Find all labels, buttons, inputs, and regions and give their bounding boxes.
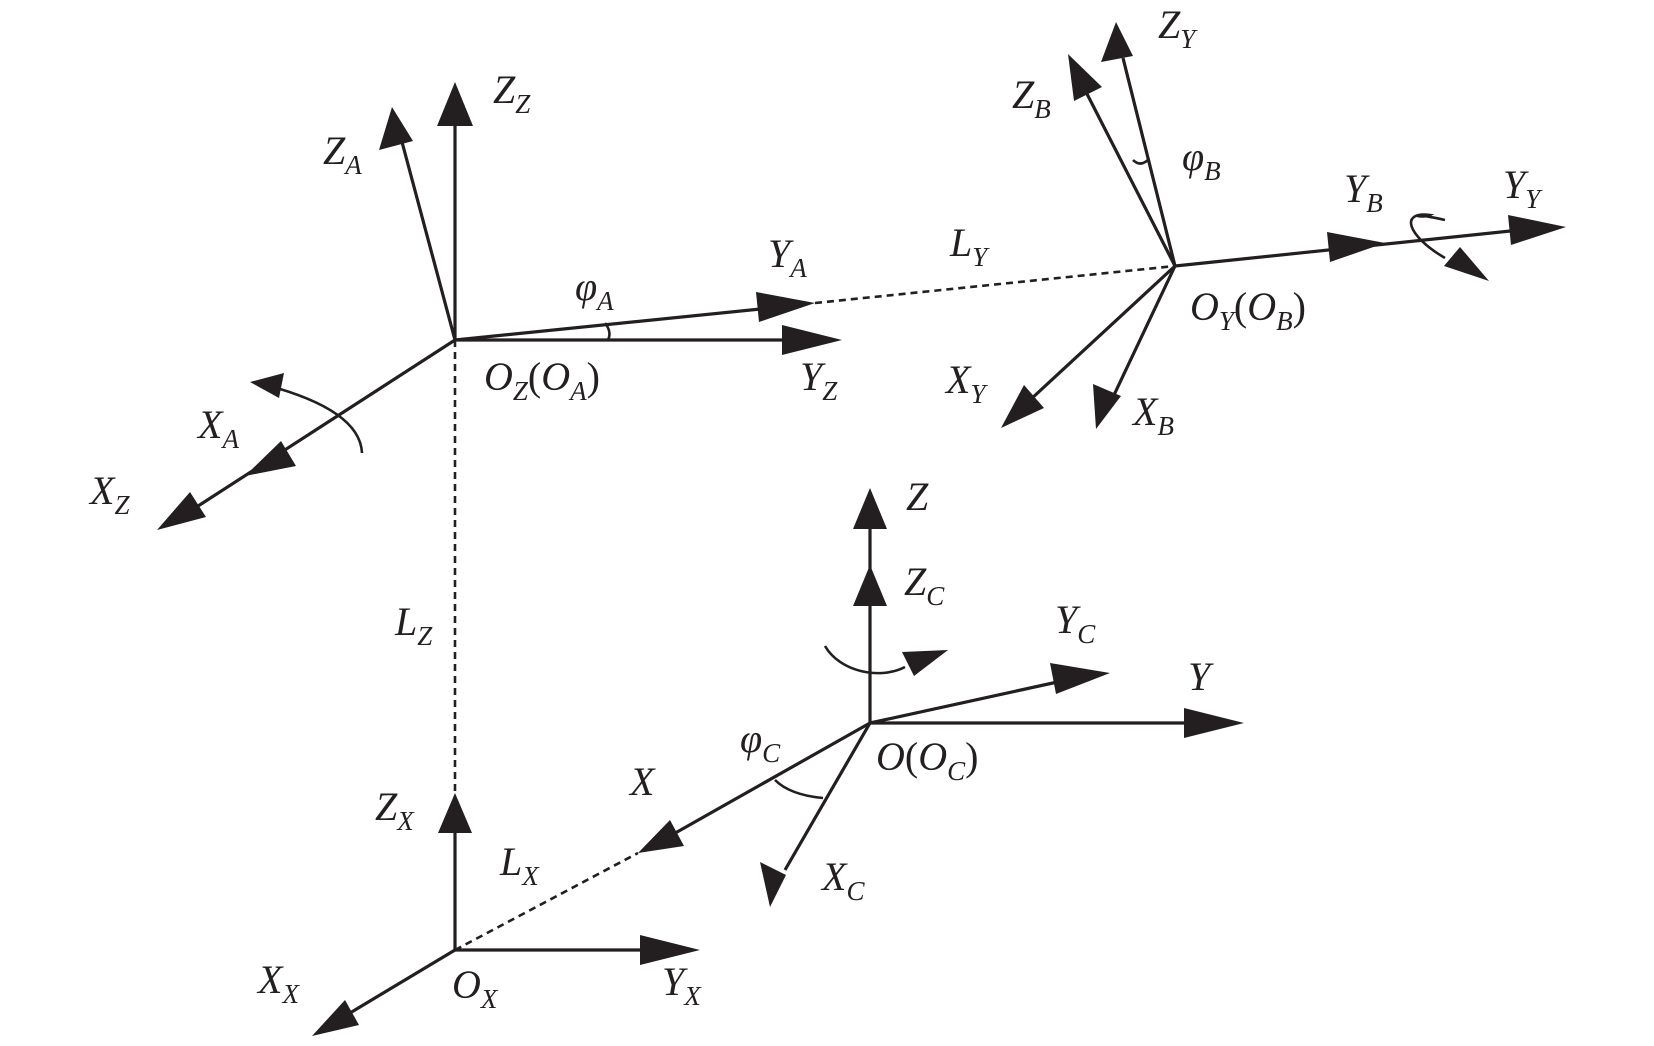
axis-xx: [344, 948, 456, 1018]
link-ly: [814, 264, 1176, 305]
label-yc: YC: [1055, 597, 1096, 649]
label-zc: ZC: [904, 559, 945, 611]
label-xc: XC: [820, 854, 865, 906]
label-phi-c: φC: [740, 716, 781, 768]
angle-arc-phi-c: [774, 779, 824, 800]
label-z: Z: [906, 474, 929, 519]
label-phi-b: φB: [1182, 134, 1221, 186]
link-lx: [454, 851, 639, 952]
arrowhead-yy: [1508, 215, 1566, 245]
label-phi-a: φA: [575, 264, 614, 316]
arrowhead-zz: [437, 82, 473, 126]
arrowhead-xy: [1001, 385, 1044, 428]
label-xz: XZ: [88, 468, 130, 520]
label-x: X: [628, 759, 656, 804]
axis-xb: [1112, 265, 1177, 396]
arrowhead-zc: [853, 565, 887, 606]
label-xy: XY: [944, 357, 988, 409]
axis-xc: [783, 722, 872, 871]
label-yy: YY: [1503, 162, 1543, 214]
label-ly: LY: [949, 220, 990, 272]
label-xa: XA: [196, 402, 239, 454]
label-xx: XX: [256, 957, 300, 1009]
frame-y-b: [1001, 22, 1566, 429]
arrowhead-xz: [157, 492, 206, 530]
rotation-arc-xa: [265, 383, 364, 454]
frame-x: [312, 793, 700, 1036]
label-origin-o-oc: O(OC): [876, 734, 978, 786]
arrowhead-xb: [1093, 384, 1121, 429]
label-ya: YA: [768, 231, 807, 283]
axis-x: [669, 721, 871, 838]
label-origin-oz-oa: OZ(OA): [484, 354, 600, 406]
label-zb: ZB: [1012, 72, 1051, 124]
arrowhead-x: [638, 820, 684, 853]
label-zy: ZY: [1158, 2, 1198, 54]
label-zz: ZZ: [493, 67, 531, 119]
angle-arc-phi-a: [603, 322, 611, 341]
angle-arc-phi-b: [1132, 158, 1149, 165]
label-yz: YZ: [800, 354, 838, 406]
label-yx: YX: [662, 959, 702, 1011]
axis-xz: [194, 338, 456, 510]
arrowhead-y: [1184, 708, 1244, 738]
arrowhead-xx: [312, 1000, 359, 1036]
label-lz: LZ: [394, 599, 433, 651]
axis-zb: [1083, 89, 1177, 267]
label-zx: ZX: [375, 784, 415, 836]
axis-za: [400, 141, 457, 341]
arrowhead-yz: [782, 325, 842, 355]
arrowhead-zy: [1101, 22, 1133, 62]
label-yb: YB: [1344, 166, 1383, 218]
label-origin-ox: OX: [452, 962, 499, 1014]
arrowhead-yb: [1327, 232, 1385, 262]
label-lx: LX: [499, 839, 540, 891]
arrowhead-yc: [1050, 663, 1110, 694]
arrowhead-xa: [245, 441, 296, 476]
frame-o-c: [638, 488, 1244, 907]
rotation-arrowhead-yb: [1444, 247, 1489, 281]
arrowhead-z: [853, 488, 887, 529]
axis-xy: [1028, 264, 1177, 402]
rotation-arrowhead-zc: [902, 650, 948, 676]
arrowhead-yx: [640, 935, 700, 965]
arrowhead-xc: [760, 862, 786, 907]
rotation-arc-yb: [1409, 213, 1446, 260]
rotation-arc-zc: [823, 645, 906, 675]
label-y: Y: [1188, 654, 1214, 699]
arrowhead-za: [379, 107, 413, 150]
axis-ya: [454, 306, 771, 342]
label-origin-oy-ob: OY(OB): [1190, 284, 1306, 336]
axis-zy: [1121, 57, 1177, 267]
label-xb: XB: [1131, 389, 1174, 441]
label-za: ZA: [323, 128, 362, 180]
frame-z-a: [157, 82, 842, 530]
axis-yc: [869, 679, 1063, 725]
arrowhead-ya: [756, 292, 815, 322]
rotation-arrowhead-xa: [250, 373, 284, 398]
arrowhead-zb: [1068, 54, 1102, 101]
